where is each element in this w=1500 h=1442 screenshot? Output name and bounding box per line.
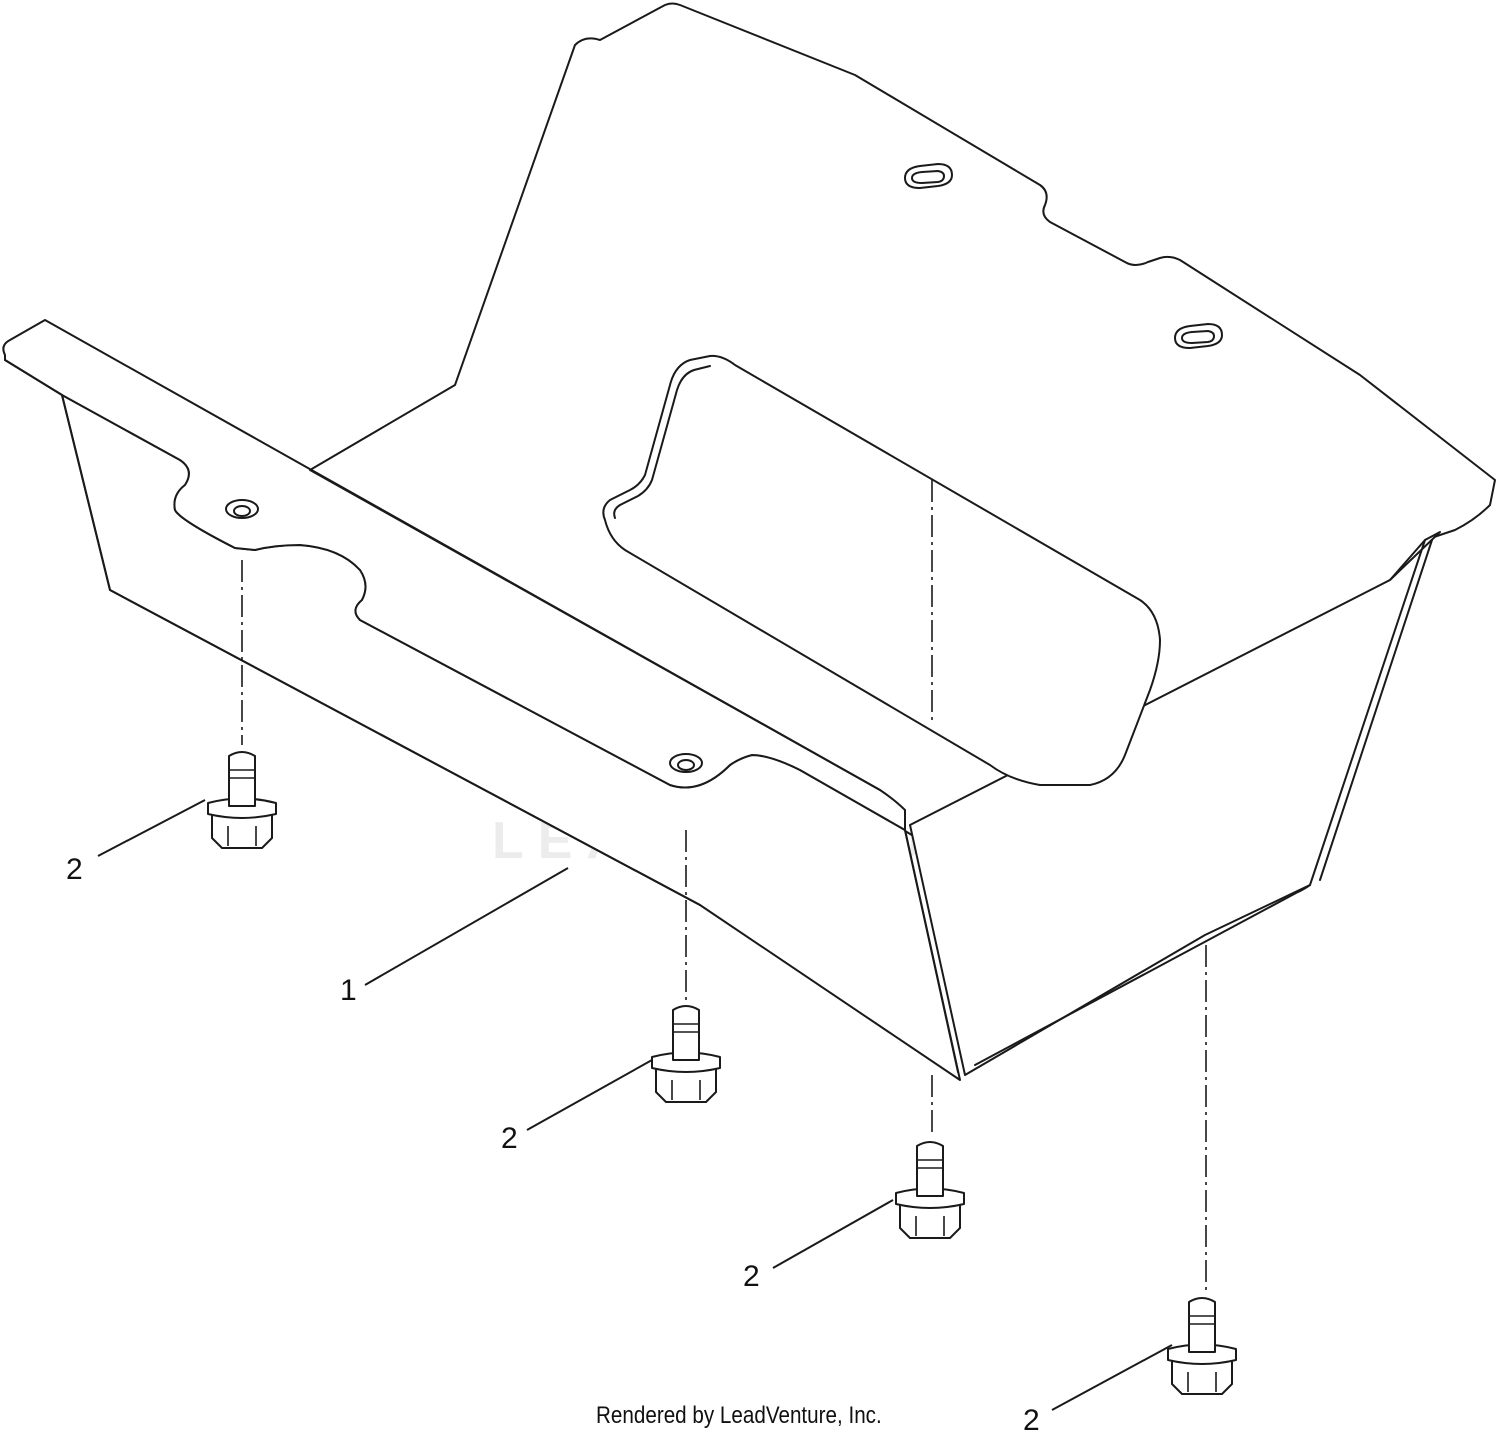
callout-part-1: 1 xyxy=(340,974,357,1007)
callout-labels: 2 1 2 2 2 xyxy=(66,853,1040,1437)
leader-lines xyxy=(97,799,1173,1411)
bracket-part-1 xyxy=(2,2,1496,1081)
bolt-a-icon xyxy=(207,751,277,849)
callout-bolt-b: 2 xyxy=(501,1122,518,1155)
callout-bolt-c: 2 xyxy=(743,1260,760,1293)
callout-bolt-a: 2 xyxy=(66,853,83,886)
callout-bolt-d: 2 xyxy=(1023,1404,1040,1437)
center-lines xyxy=(241,480,1207,1290)
bolt-c-icon xyxy=(895,1141,965,1239)
bolt-d-icon xyxy=(1167,1297,1237,1395)
bolt-b-icon xyxy=(651,1005,721,1103)
render-credit: Rendered by LeadVenture, Inc. xyxy=(596,1402,882,1429)
